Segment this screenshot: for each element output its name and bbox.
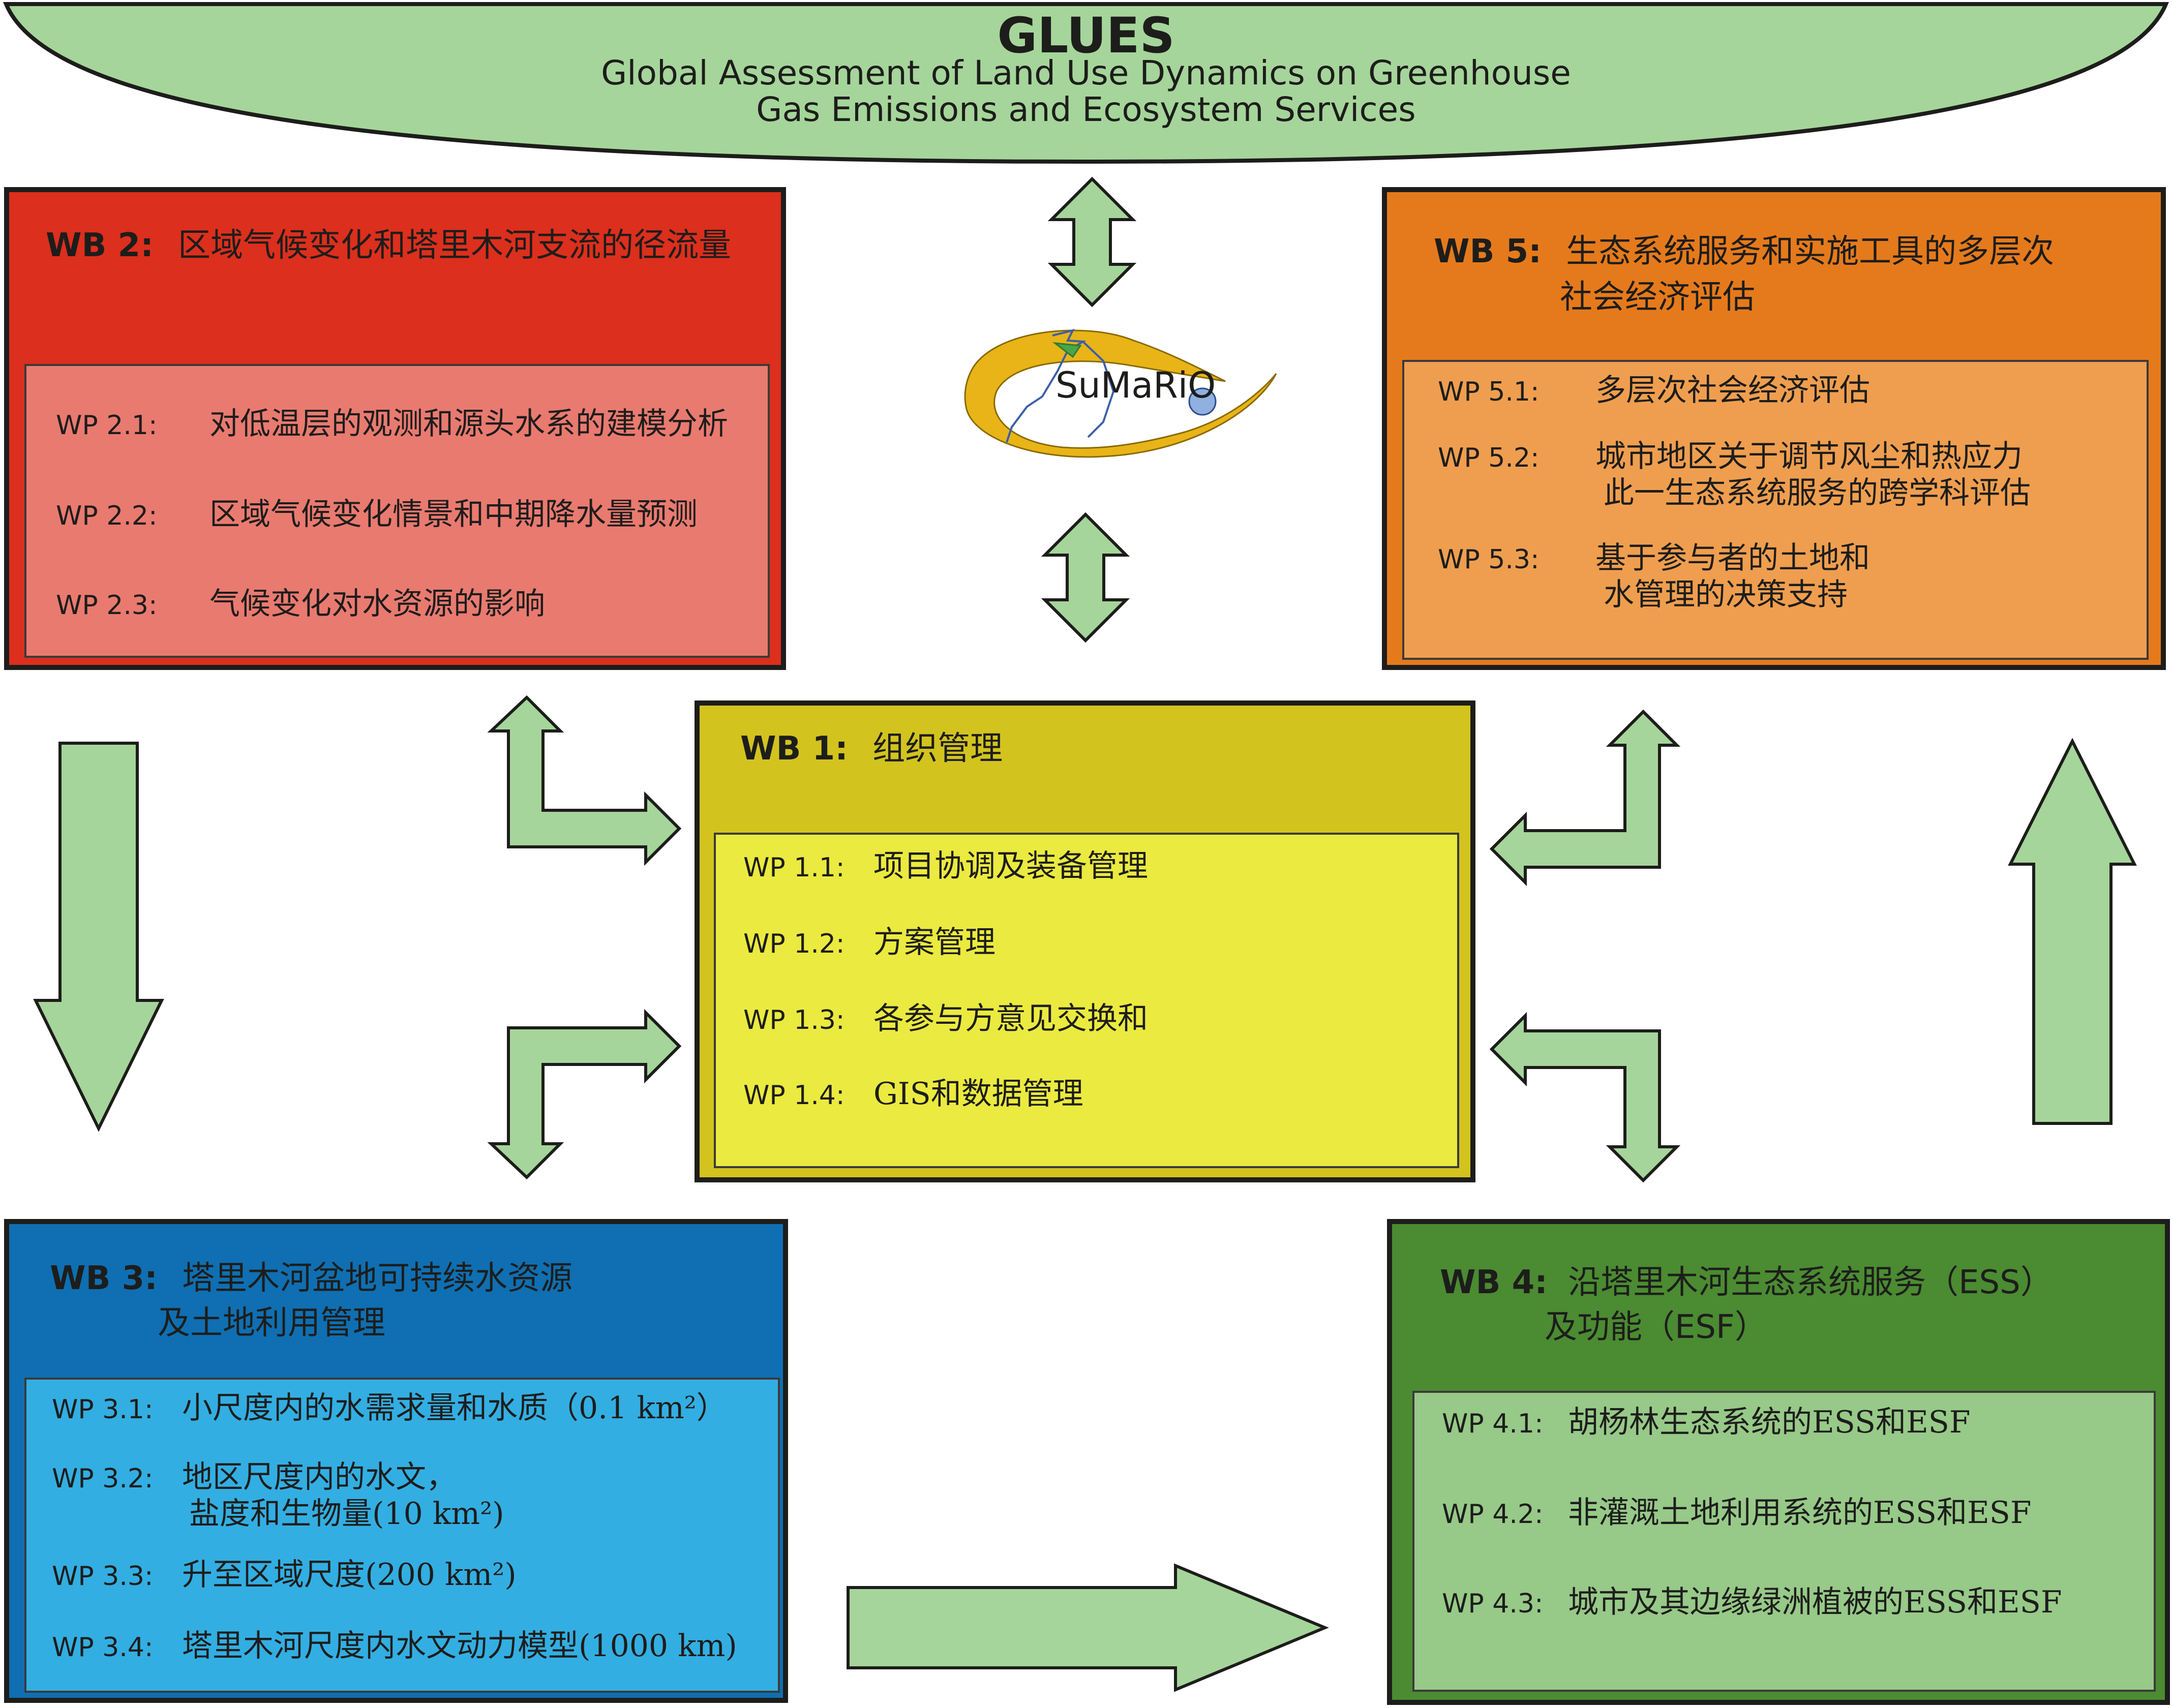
wp-5-3-text-line2: 水管理的决策支持 xyxy=(1604,577,1848,613)
elbow-arrow-wb5-wb1 xyxy=(1489,709,1681,887)
sumario-logo xyxy=(964,329,1277,458)
arrow-wb2-to-wb3 xyxy=(33,742,164,1132)
wb3-title-line2: 及土地利用管理 xyxy=(158,1304,385,1342)
wp-3-1-text: 小尺度内的水需求量和水质（0.1 km²） xyxy=(182,1390,727,1426)
wp-2-1-id: WP 2.1: xyxy=(56,410,158,441)
wb5-title: WB 5: 生态系统服务和实施工具的多层次 xyxy=(1434,229,2054,274)
wb1-code: WB 1: xyxy=(740,730,848,768)
wp-1-4-id: WP 1.4: xyxy=(743,1080,845,1111)
wp-5-1-text: 多层次社会经济评估 xyxy=(1595,373,1870,408)
wp-2-1: WP 2.1: 对低温层的观测和源头水系的建模分析 xyxy=(56,406,728,444)
wp-3-4-text: 塔里木河尺度内水文动力模型(1000 km) xyxy=(182,1628,737,1664)
wb2-box: WB 2: 区域气候变化和塔里木河支流的径流量 WP 2.1: 对低温层的观测和… xyxy=(4,187,786,670)
wp-5-1: WP 5.1: 多层次社会经济评估 xyxy=(1438,372,1870,410)
wp-2-3-text: 气候变化对水资源的影响 xyxy=(209,586,545,622)
wp-3-2-text-line2: 盐度和生物量(10 km²) xyxy=(189,1496,504,1532)
wb2-wp-box: WP 2.1: 对低温层的观测和源头水系的建模分析 WP 2.2: 区域气候变化… xyxy=(24,364,770,658)
wb2-code: WB 2: xyxy=(46,227,154,264)
wp-1-3: WP 1.3: 各参与方意见交换和 xyxy=(743,1000,1148,1039)
wp-4-1-text: 胡杨林生态系统的ESS和ESF xyxy=(1568,1405,1971,1440)
wp-5-2: WP 5.2: 城市地区关于调节风尘和热应力 此一生态系统服务的跨学科评估 xyxy=(1438,438,2031,511)
double-arrow-glues-sumario xyxy=(1047,176,1137,308)
wp-2-3: WP 2.3: 气候变化对水资源的影响 xyxy=(56,586,545,624)
wb4-title-line1: 沿塔里木河生态系统服务（ESS） xyxy=(1568,1264,2053,1301)
wp-3-2-text: 地区尺度内的水文， xyxy=(182,1459,457,1495)
wp-1-4-text: GIS和数据管理 xyxy=(873,1076,1083,1112)
arrow-wb3-to-wb4 xyxy=(847,1563,1329,1692)
glues-banner xyxy=(3,2,2169,164)
elbow-arrow-wb4-wb1 xyxy=(1489,1012,1681,1183)
wp-2-2-id: WP 2.2: xyxy=(56,501,158,531)
wp-1-2: WP 1.2: 方案管理 xyxy=(743,924,995,962)
wp-4-2: WP 4.2: 非灌溉土地利用系统的ESS和ESF xyxy=(1442,1494,2031,1533)
wp-3-2-id: WP 3.2: xyxy=(52,1463,154,1494)
wb3-title-line1: 塔里木河盆地可持续水资源 xyxy=(182,1260,573,1297)
wp-1-3-id: WP 1.3: xyxy=(743,1005,845,1035)
elbow-arrow-wb2-wb1 xyxy=(487,695,682,866)
wp-3-3-id: WP 3.3: xyxy=(52,1561,154,1592)
glues-title: GLUES xyxy=(997,7,1175,64)
wb3-wp-box: WP 3.1: 小尺度内的水需求量和水质（0.1 km²） WP 3.2: 地区… xyxy=(24,1378,780,1693)
wp-4-1: WP 4.1: 胡杨林生态系统的ESS和ESF xyxy=(1442,1404,1970,1442)
wp-3-1-id: WP 3.1: xyxy=(52,1394,154,1425)
wp-1-3-text: 各参与方意见交换和 xyxy=(873,1001,1148,1036)
wp-5-3-text: 基于参与者的土地和 xyxy=(1595,540,1870,576)
glues-subtitle-line1: Global Assessment of Land Use Dynamics o… xyxy=(601,53,1571,93)
double-arrow-sumario-wb1 xyxy=(1041,512,1130,643)
wb1-box: WB 1: 组织管理 WP 1.1: 项目协调及装备管理 WP 1.2: 方案管… xyxy=(695,700,1475,1182)
wp-2-2: WP 2.2: 区域气候变化情景和中期降水量预测 xyxy=(56,496,698,534)
wp-3-4-id: WP 3.4: xyxy=(52,1632,154,1663)
wb4-title: WB 4: 沿塔里木河生态系统服务（ESS） xyxy=(1440,1260,2053,1305)
wp-5-1-id: WP 5.1: xyxy=(1438,377,1540,407)
wp-2-1-text: 对低温层的观测和源头水系的建模分析 xyxy=(209,406,728,442)
wp-3-3-text: 升至区域尺度(200 km²) xyxy=(182,1557,517,1593)
wp-3-2: WP 3.2: 地区尺度内的水文， 盐度和生物量(10 km²) xyxy=(52,1459,504,1532)
wp-3-3: WP 3.3: 升至区域尺度(200 km²) xyxy=(52,1557,517,1595)
wb3-code: WB 3: xyxy=(50,1260,158,1297)
wp-1-4: WP 1.4: GIS和数据管理 xyxy=(743,1076,1083,1114)
wb3-box: WB 3: 塔里木河盆地可持续水资源 及土地利用管理 WP 3.1: 小尺度内的… xyxy=(4,1219,788,1703)
wp-4-2-id: WP 4.2: xyxy=(1442,1499,1544,1530)
wp-1-2-id: WP 1.2: xyxy=(743,929,845,959)
wb5-box: WB 5: 生态系统服务和实施工具的多层次 社会经济评估 WP 5.1: 多层次… xyxy=(1382,187,2166,670)
wp-5-3-id: WP 5.3: xyxy=(1438,544,1540,575)
wp-4-3-id: WP 4.3: xyxy=(1442,1589,1544,1619)
wb3-title: WB 3: 塔里木河盆地可持续水资源 xyxy=(50,1256,572,1301)
wp-4-3: WP 4.3: 城市及其边缘绿洲植被的ESS和ESF xyxy=(1442,1584,2062,1622)
wb2-title: WB 2: 区域气候变化和塔里木河支流的径流量 xyxy=(46,223,731,268)
wp-5-3: WP 5.3: 基于参与者的土地和 水管理的决策支持 xyxy=(1438,540,1870,613)
wb4-code: WB 4: xyxy=(1440,1264,1548,1301)
wb5-code: WB 5: xyxy=(1434,233,1542,270)
wb1-title: WB 1: 组织管理 xyxy=(740,726,1003,772)
wp-5-2-id: WP 5.2: xyxy=(1438,443,1540,473)
wp-4-1-id: WP 4.1: xyxy=(1442,1409,1544,1439)
wb4-title-line2: 及功能（ESF） xyxy=(1545,1308,1767,1346)
glues-subtitle-line2: Gas Emissions and Ecosystem Services xyxy=(756,90,1416,129)
arrow-wb4-to-wb5 xyxy=(2008,738,2137,1125)
wb4-box: WB 4: 沿塔里木河生态系统服务（ESS） 及功能（ESF） WP 4.1: … xyxy=(1387,1219,2170,1705)
wb5-wp-box: WP 5.1: 多层次社会经济评估 WP 5.2: 城市地区关于调节风尘和热应力… xyxy=(1402,360,2149,660)
wb5-title-line1: 生态系统服务和实施工具的多层次 xyxy=(1566,233,2055,270)
wb1-title-text: 组织管理 xyxy=(872,730,1003,768)
wb5-title-line2: 社会经济评估 xyxy=(1560,279,1755,316)
wp-2-3-id: WP 2.3: xyxy=(56,590,158,621)
wp-1-1-text: 项目协调及装备管理 xyxy=(873,848,1148,884)
wp-4-3-text: 城市及其边缘绿洲植被的ESS和ESF xyxy=(1568,1584,2062,1620)
wp-4-2-text: 非灌溉土地利用系统的ESS和ESF xyxy=(1568,1495,2032,1531)
wp-3-4: WP 3.4: 塔里木河尺度内水文动力模型(1000 km) xyxy=(52,1628,737,1666)
wp-1-1: WP 1.1: 项目协调及装备管理 xyxy=(743,848,1148,886)
wp-2-2-text: 区域气候变化情景和中期降水量预测 xyxy=(209,497,698,532)
wp-5-2-text: 城市地区关于调节风尘和热应力 xyxy=(1595,439,2023,474)
wb1-wp-box: WP 1.1: 项目协调及装备管理 WP 1.2: 方案管理 WP 1.3: 各… xyxy=(714,833,1459,1168)
wp-5-2-text-line2: 此一生态系统服务的跨学科评估 xyxy=(1604,475,2031,511)
wp-1-1-id: WP 1.1: xyxy=(743,852,845,883)
wb4-wp-box: WP 4.1: 胡杨林生态系统的ESS和ESF WP 4.2: 非灌溉土地利用系… xyxy=(1412,1391,2156,1692)
wp-1-2-text: 方案管理 xyxy=(873,925,995,960)
sumario-logo-text: SuMaRiO xyxy=(1055,364,1216,406)
wp-3-1: WP 3.1: 小尺度内的水需求量和水质（0.1 km²） xyxy=(52,1390,727,1428)
wb2-title-text: 区域气候变化和塔里木河支流的径流量 xyxy=(178,227,732,264)
elbow-arrow-wb3-wb1 xyxy=(487,1009,682,1180)
